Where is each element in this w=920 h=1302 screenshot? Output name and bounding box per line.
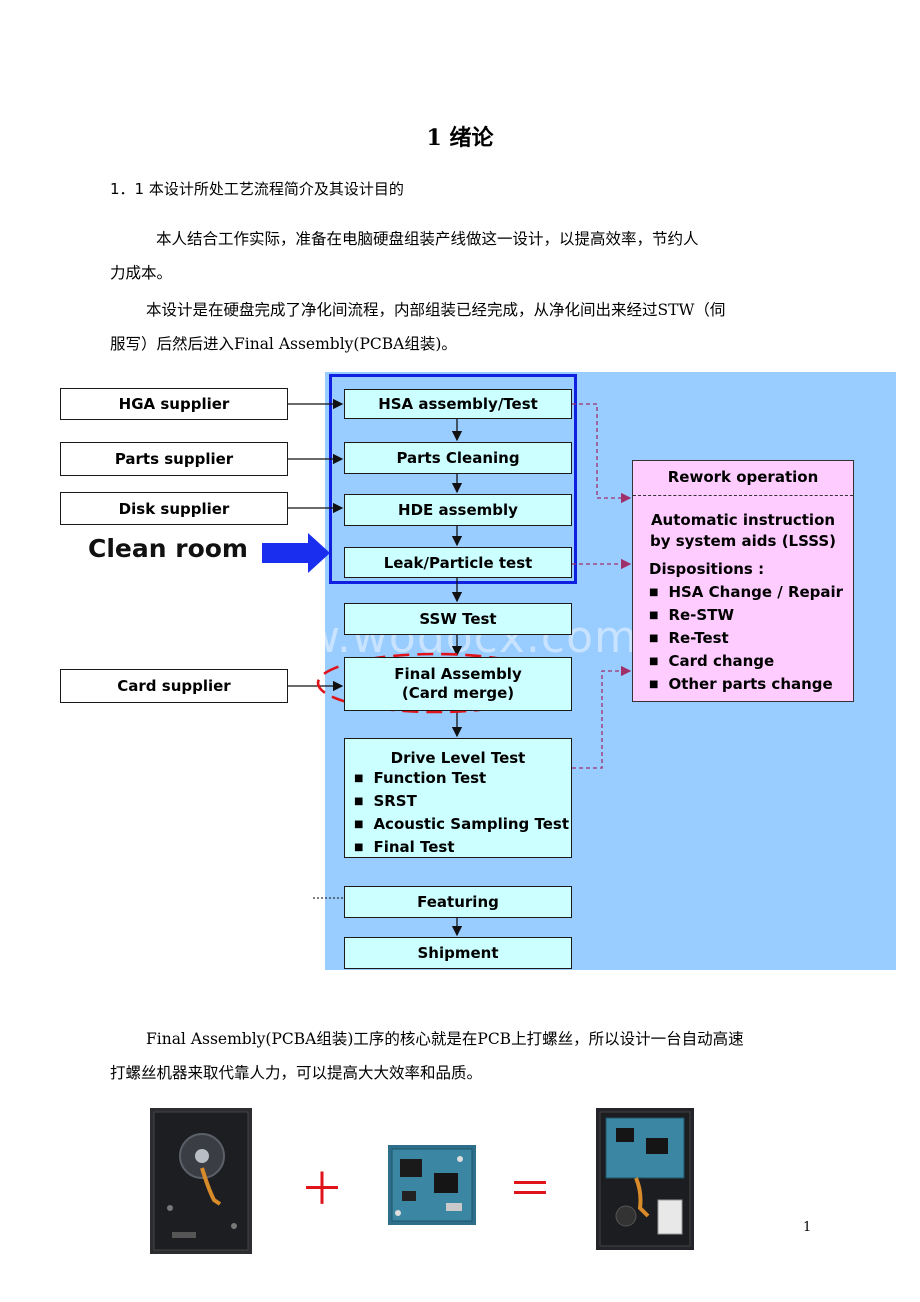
fa-para-line-1: Final Assembly(PCBA组装)工序的核心就是在PCB上打螺丝，所以… [146, 1030, 744, 1048]
disposition-item: Re-STW [649, 605, 853, 628]
intro-line-2: 力成本。 [110, 264, 173, 282]
final-assembly-paragraph: Final Assembly(PCBA组装)工序的核心就是在PCB上打螺丝，所以… [110, 1022, 822, 1090]
rework-automatic-instruction: Automatic instruction by system aids (LS… [633, 510, 853, 552]
page-number: 1 [803, 1220, 812, 1235]
hde-assembly-box: HDE assembly [344, 494, 572, 526]
final-assembly-box: Final Assembly (Card merge) [344, 657, 572, 711]
card-supplier-box: Card supplier [60, 669, 288, 703]
disposition-item: Card change [649, 651, 853, 674]
hsa-assembly-box: HSA assembly/Test [344, 389, 572, 419]
section-title: 1．1 本设计所处工艺流程简介及其设计目的 [110, 180, 404, 198]
card-merge-label: (Card merge) [401, 684, 515, 702]
clean-room-frame [329, 374, 577, 584]
shipment-box: Shipment [344, 937, 572, 969]
disposition-item: Other parts change [649, 674, 853, 697]
featuring-box: Featuring [344, 886, 572, 918]
design-line-1: 本设计是在硬盘完成了净化间流程，内部组装已经完成，从净化间出来经过STW（伺 [146, 301, 726, 319]
rework-operation-box: Rework operation Automatic instruction b… [632, 460, 854, 702]
dlt-item: Function Test [354, 768, 571, 791]
chapter-heading: 1 绪论 [426, 125, 494, 151]
disposition-item: Re-Test [649, 628, 853, 651]
clean-room-arrow [262, 533, 330, 573]
parts-supplier-box: Parts supplier [60, 442, 288, 476]
rework-auto-line-1: Automatic instruction [650, 511, 836, 529]
plus-sign: ＋ [300, 1164, 344, 1215]
dlt-item: Acoustic Sampling Test [354, 814, 571, 837]
rework-title: Rework operation [633, 461, 853, 496]
design-line-2: 服写）后然后进入Final Assembly(PCBA组装)。 [110, 335, 457, 353]
dispositions-title: Dispositions : [649, 560, 765, 578]
equals-sign: ＝ [508, 1164, 552, 1215]
assembled-hdd-image [596, 1108, 694, 1250]
rework-auto-line-2: by system aids (LSSS) [649, 532, 837, 550]
drive-level-test-box: Drive Level Test Function Test SRST Acou… [344, 738, 572, 858]
fa-para-line-2: 打螺丝机器来取代靠人力，可以提高大大效率和品质。 [110, 1064, 483, 1082]
design-paragraph: 本设计是在硬盘完成了净化间流程，内部组装已经完成，从净化间出来经过STW（伺 服… [110, 293, 822, 361]
parts-cleaning-box: Parts Cleaning [344, 442, 572, 474]
dlt-item: SRST [354, 791, 571, 814]
hdd-without-pcb-image [150, 1108, 252, 1254]
clean-room-label: Clean room [88, 534, 248, 563]
disposition-item: HSA Change / Repair [649, 582, 853, 605]
drive-level-test-title: Drive Level Test [390, 749, 526, 767]
intro-paragraph: 本人结合工作实际，准备在电脑硬盘组装产线做这一设计，以提高效率，节约人 力成本。 [110, 222, 822, 290]
hga-supplier-box: HGA supplier [60, 388, 288, 420]
disk-supplier-box: Disk supplier [60, 492, 288, 525]
intro-line-1: 本人结合工作实际，准备在电脑硬盘组装产线做这一设计，以提高效率，节约人 [156, 230, 699, 248]
leak-particle-box: Leak/Particle test [344, 547, 572, 578]
dlt-item: Final Test [354, 837, 571, 860]
ssw-test-box: SSW Test [344, 603, 572, 635]
final-assembly-label: Final Assembly [394, 665, 522, 683]
pcb-image [388, 1145, 476, 1225]
